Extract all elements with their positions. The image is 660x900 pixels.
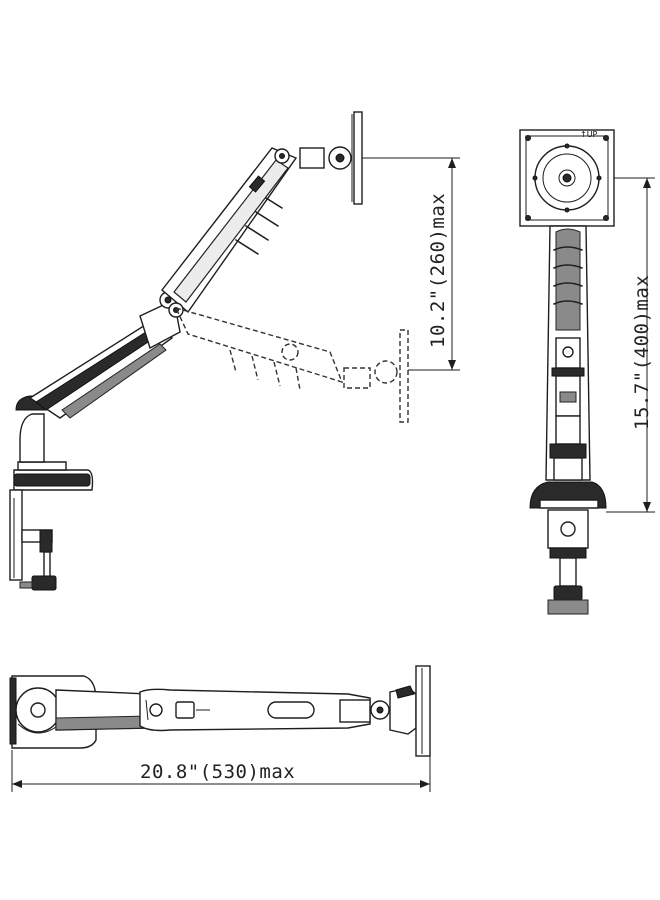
vesa-plate: ↑UP	[519, 129, 615, 227]
front-base-clamp	[529, 481, 607, 615]
front-view: ↑UP	[519, 129, 655, 615]
tilt-height-label: 10.2"(260)max	[427, 193, 449, 348]
upper-arm-dashed	[174, 306, 409, 423]
total-height-label: 15.7"(400)max	[631, 275, 653, 430]
desk-clamp	[9, 469, 94, 591]
top-upper-arm	[139, 665, 431, 757]
front-arm-column	[545, 225, 591, 481]
up-mark: ↑UP	[580, 130, 598, 139]
tilt-height-dimension: 10.2"(260)max	[362, 157, 460, 371]
lower-arm	[28, 291, 181, 419]
total-height-dimension: 15.7"(400)max	[606, 177, 655, 513]
side-view: 10.2"(260)max	[9, 111, 460, 591]
reach-label: 20.8"(530)max	[140, 761, 295, 783]
top-view: 20.8"(530)max	[9, 665, 431, 792]
top-lower-arm	[55, 689, 151, 731]
upper-arm-solid	[161, 111, 363, 318]
reach-dimension: 20.8"(530)max	[11, 750, 431, 792]
